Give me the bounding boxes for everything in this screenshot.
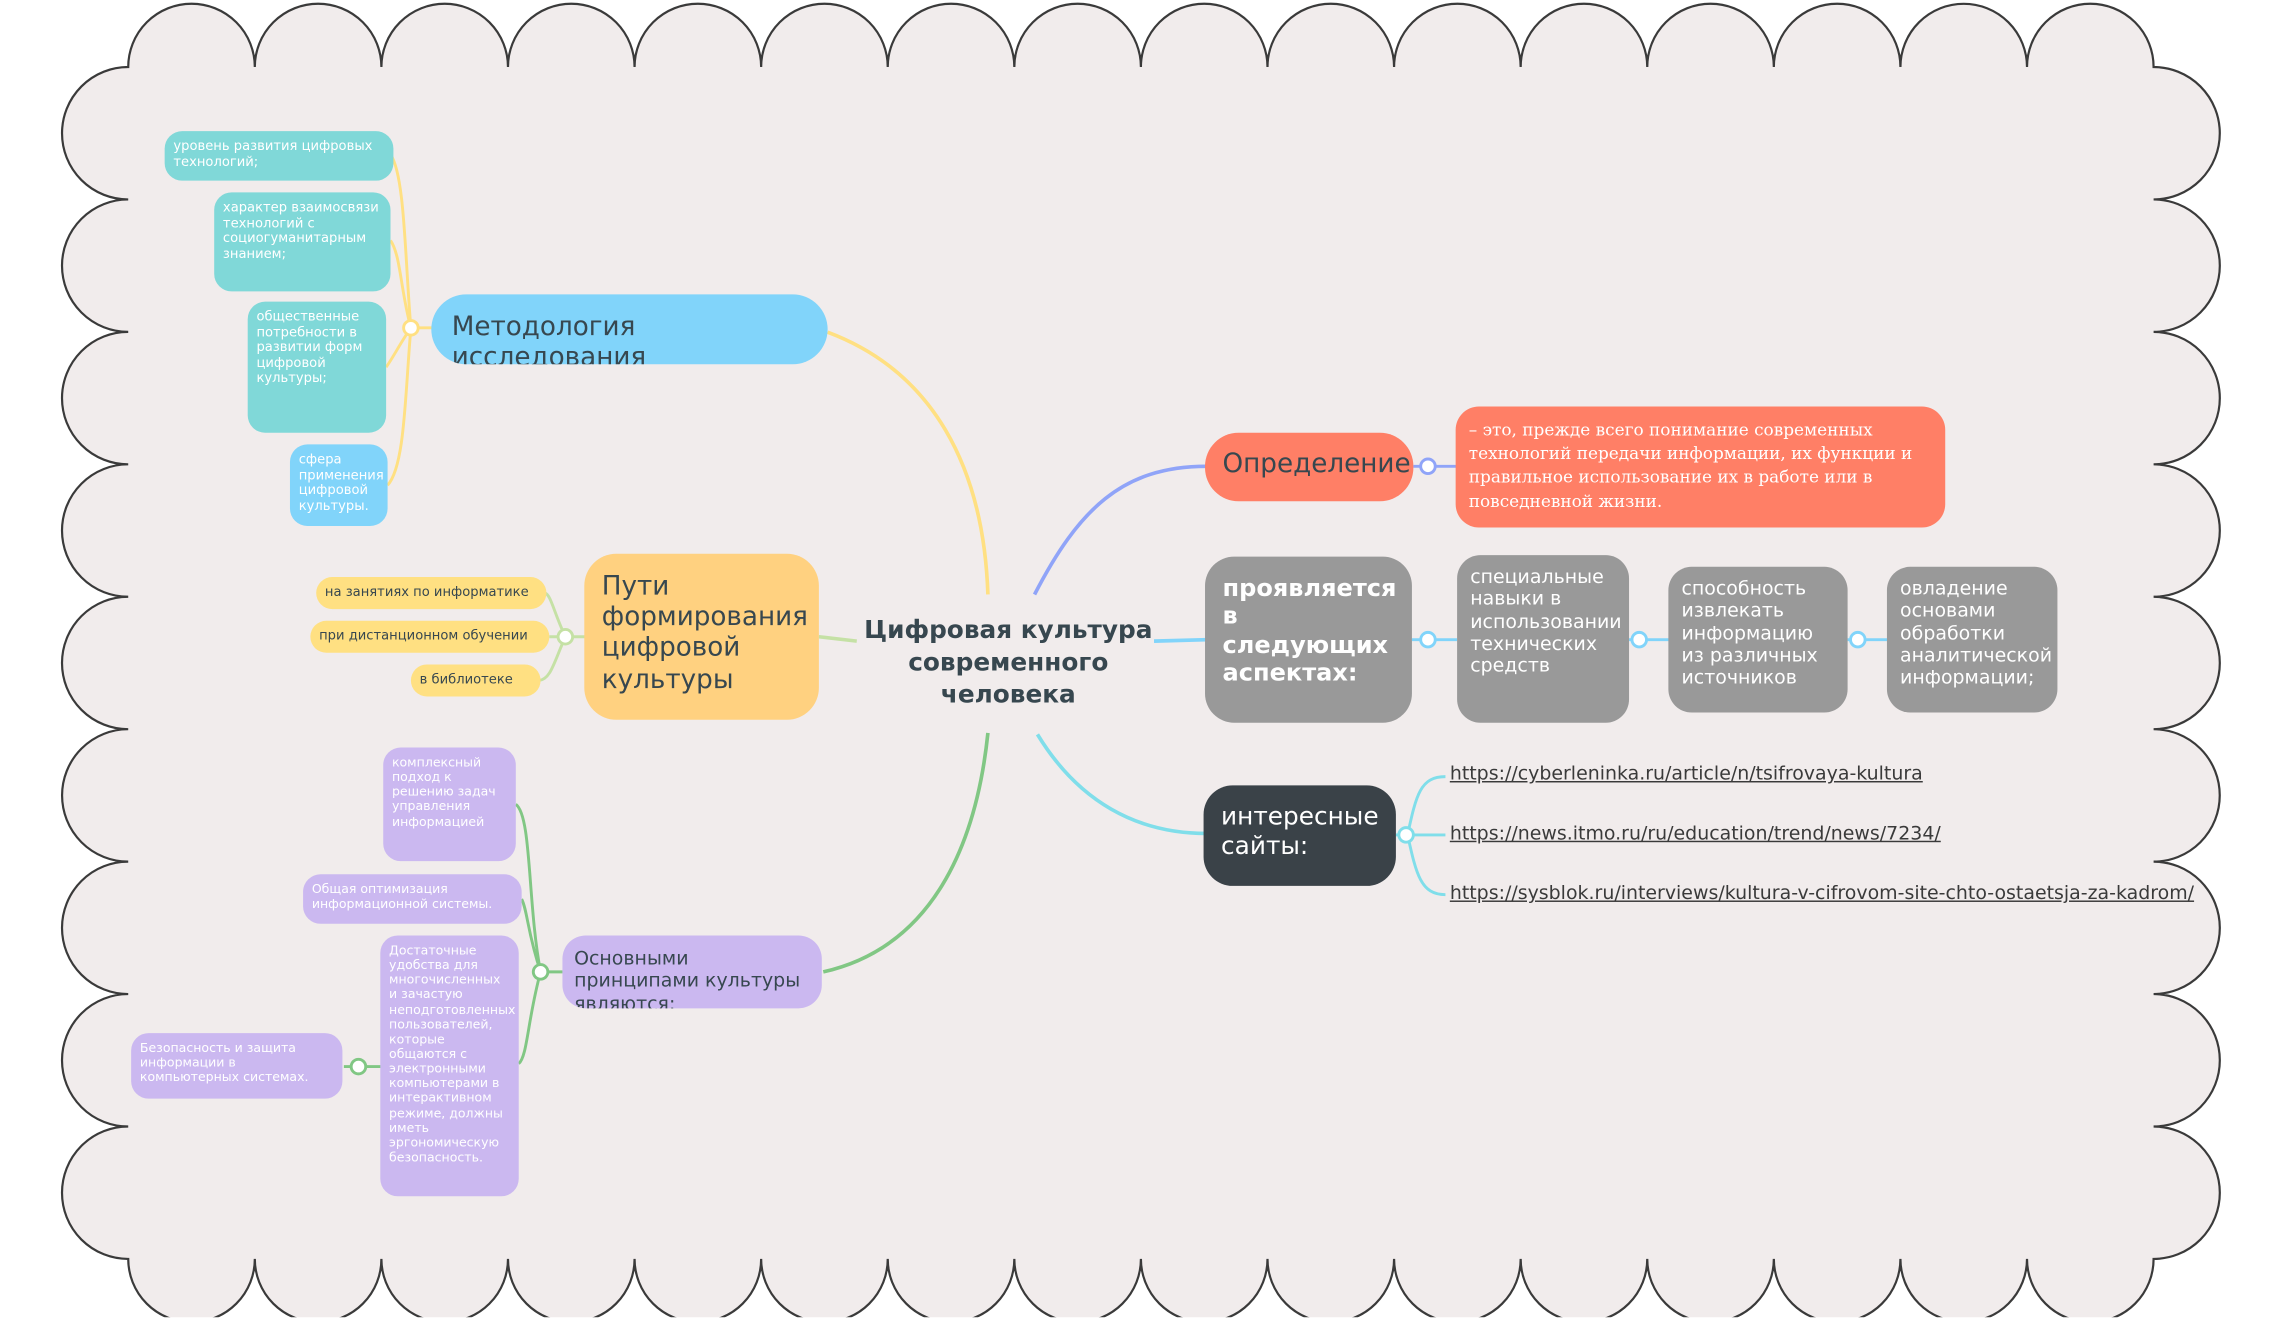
principles-junction <box>531 963 550 981</box>
sites-junction <box>1397 826 1415 844</box>
ways-junction <box>556 628 575 646</box>
ways-item-2[interactable]: при дистанционном обучении <box>310 620 550 653</box>
connector-aspects <box>1153 637 1207 643</box>
methodology-item-1[interactable]: уровень развития цифровых технологий; <box>164 131 394 181</box>
aspects-title: проявляется в следующих аспектах: <box>1222 574 1397 687</box>
methodology-junction <box>402 319 420 337</box>
ways-topic[interactable]: Пути формирования цифровой культуры <box>584 553 819 720</box>
site-link-3[interactable]: https://sysblok.ru/interviews/kultura-v-… <box>1449 883 2195 905</box>
aspects-topic[interactable]: проявляется в следующих аспектах: <box>1205 556 1412 723</box>
aspects-item-2[interactable]: способность извлекать информацию из разл… <box>1668 566 1848 713</box>
sites-title: интересные сайты: <box>1221 802 1379 862</box>
principles-title: Основными принципами культуры являются: <box>574 948 801 1009</box>
methodology-topic[interactable]: Методология исследования <box>431 294 828 365</box>
aspects-item-3[interactable]: овладение основами обработки аналитическ… <box>1886 566 2058 713</box>
methodology-item-3[interactable]: общественные потребности в развитии форм… <box>247 301 387 433</box>
ways-item-1[interactable]: на занятиях по информатике <box>316 577 547 610</box>
aspects-item-1[interactable]: специальные навыки в использовании техни… <box>1457 555 1630 723</box>
principles-item-3[interactable]: Достаточные удобства для многочисленных … <box>380 935 519 1197</box>
sites-topic[interactable]: интересные сайты: <box>1203 785 1396 886</box>
principles-item-2[interactable]: Общая оптимизация информационной системы… <box>303 874 522 924</box>
definition-title: Определение <box>1222 448 1411 480</box>
aspects-junction <box>1419 630 1437 649</box>
connector-sites <box>1035 733 1207 836</box>
ways-item-3[interactable]: в библиотеке <box>410 664 541 697</box>
aspects-junction-2 <box>1630 630 1648 649</box>
principles-sub-junction <box>349 1057 368 1076</box>
methodology-item-2[interactable]: характер взаимосвязи технологий с социог… <box>214 192 391 292</box>
aspects-junction-3 <box>1849 630 1867 649</box>
definition-junction <box>1419 457 1437 476</box>
principles-sub-item[interactable]: Безопасность и защита информации в компь… <box>131 1033 343 1099</box>
connector-ways <box>818 634 857 643</box>
definition-text[interactable]: – это, прежде всего понимание современны… <box>1455 406 1946 528</box>
site-link-1[interactable]: https://cyberleninka.ru/article/n/tsifro… <box>1449 763 1923 786</box>
principles-topic[interactable]: Основными принципами культуры являются: <box>562 935 822 1009</box>
connector-methodology <box>826 330 990 595</box>
methodology-title: Методология исследования <box>451 311 647 365</box>
methodology-item-4[interactable]: сфера применения цифровой культуры. <box>289 444 388 527</box>
site-link-2[interactable]: https://news.itmo.ru/ru/education/trend/… <box>1449 823 1941 846</box>
definition-topic[interactable]: Определение <box>1205 432 1414 502</box>
principles-item-1[interactable]: комплексный подход к решению задач управ… <box>383 747 516 862</box>
connector-definition <box>1032 464 1207 596</box>
central-topic[interactable]: Цифровая культура современного человека <box>864 616 1153 710</box>
ways-title: Пути формирования цифровой культуры <box>601 571 808 695</box>
connector-principles <box>822 732 990 974</box>
